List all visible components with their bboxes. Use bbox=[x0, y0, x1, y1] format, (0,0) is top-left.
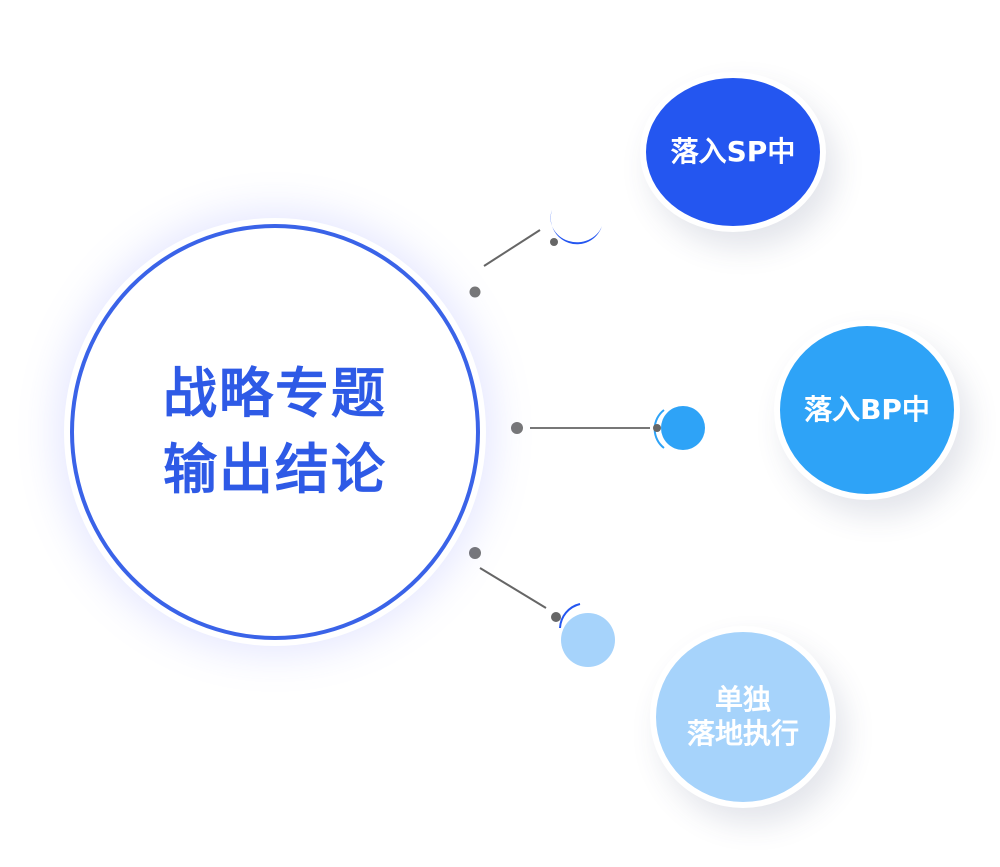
outcome-bp-circle: 落入BP中 bbox=[774, 320, 960, 500]
outcome-bp-label: 落入BP中 bbox=[804, 393, 930, 426]
connector-dot-sp-outer bbox=[550, 238, 558, 246]
center-title-line-2: 输出结论 bbox=[163, 438, 387, 501]
outcome-sp-label: 落入SP中 bbox=[670, 135, 796, 168]
connector-dot-sp-inner bbox=[469, 286, 481, 298]
connector-line-solo bbox=[479, 567, 547, 609]
center-topic-circle: 战略专题 输出结论 bbox=[70, 224, 480, 640]
outcome-solo-label-line-1: 单独 bbox=[714, 683, 771, 716]
outcome-solo-circle: 单独 落地执行 bbox=[650, 626, 836, 808]
outcome-solo-label-line-2: 落地执行 bbox=[686, 717, 799, 750]
connector-dot-bp-inner bbox=[511, 422, 523, 434]
connector-dot-solo-inner bbox=[469, 547, 481, 559]
connector-line-sp bbox=[483, 229, 541, 267]
connector-node-solo bbox=[561, 613, 615, 667]
connector-dot-solo-outer bbox=[551, 612, 561, 622]
outcome-sp-circle: 落入SP中 bbox=[640, 72, 826, 232]
connector-crescent-sp bbox=[550, 210, 602, 245]
connector-node-bp bbox=[661, 406, 705, 450]
connector-dot-bp-outer bbox=[653, 424, 661, 432]
center-title-line-1: 战略专题 bbox=[163, 362, 387, 425]
connector-crescent-solo bbox=[559, 603, 581, 629]
